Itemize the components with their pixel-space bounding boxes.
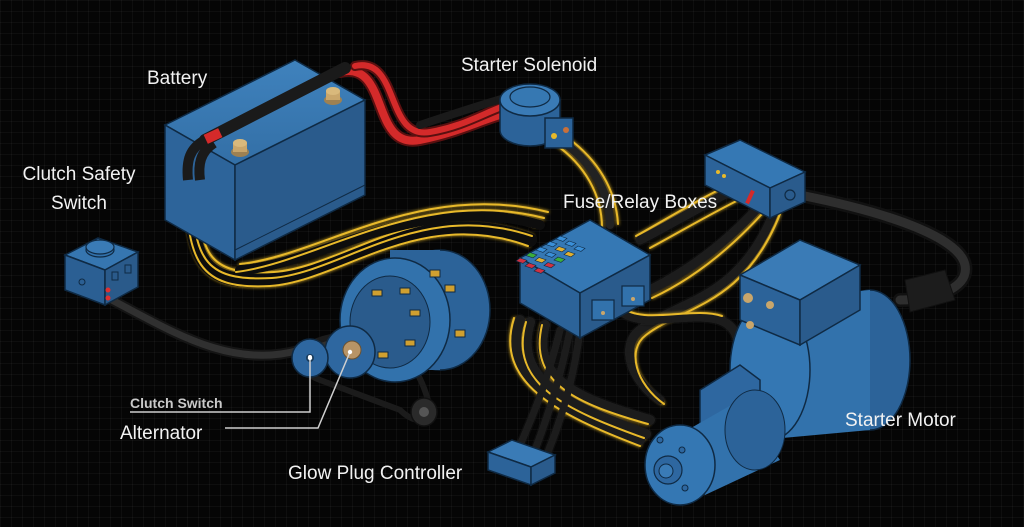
fuse-grid [515,235,586,274]
label-starter-motor: Starter Motor [845,410,956,431]
leader-clutch-switch [130,360,311,413]
label-fuse-relay-boxes: Fuse/Relay Boxes [563,192,718,213]
label-clutch-safety-switch-line2: Switch [51,192,107,214]
fuse [524,262,537,269]
relay-plug-2 [621,285,645,307]
starter-solenoid[interactable] [499,83,574,149]
label-clutch-safety-switch-line1: Clutch Safety [22,164,136,185]
label-glow-plug-controller: Glow Plug Controller [288,463,463,484]
glow-plug-controller[interactable] [486,439,557,487]
idler-pulley [410,397,438,427]
fuse-box[interactable] [515,219,652,340]
alternator[interactable] [291,249,491,427]
leader-alternator [225,351,351,429]
fuse [525,252,538,259]
label-clutch-safety-switch: Clutch Safety Switch [16,164,142,216]
battery-terminal-positive [324,87,342,105]
fuse [534,257,547,264]
fuse [535,246,548,253]
fuse [544,251,557,258]
fuse [555,235,568,242]
battery[interactable] [163,59,367,262]
battery-terminal-negative [231,139,249,157]
clutch-safety-switch[interactable] [63,237,140,307]
fuse [543,262,556,269]
fuse [564,240,577,247]
fuse [554,246,567,253]
label-alternator: Alternator [120,423,203,444]
fuse [563,251,576,258]
relay-box[interactable] [703,139,807,220]
fuse [515,257,528,264]
leader-lines [130,351,351,429]
fuse [545,241,558,248]
fuse [533,267,546,274]
fuse [553,256,566,263]
fuse [573,245,586,252]
label-battery: Battery [147,68,208,89]
relay-plug-1 [591,299,615,321]
label-starter-solenoid: Starter Solenoid [461,55,598,76]
label-clutch-switch: Clutch Switch [130,395,223,411]
starter-motor[interactable] [644,239,911,506]
